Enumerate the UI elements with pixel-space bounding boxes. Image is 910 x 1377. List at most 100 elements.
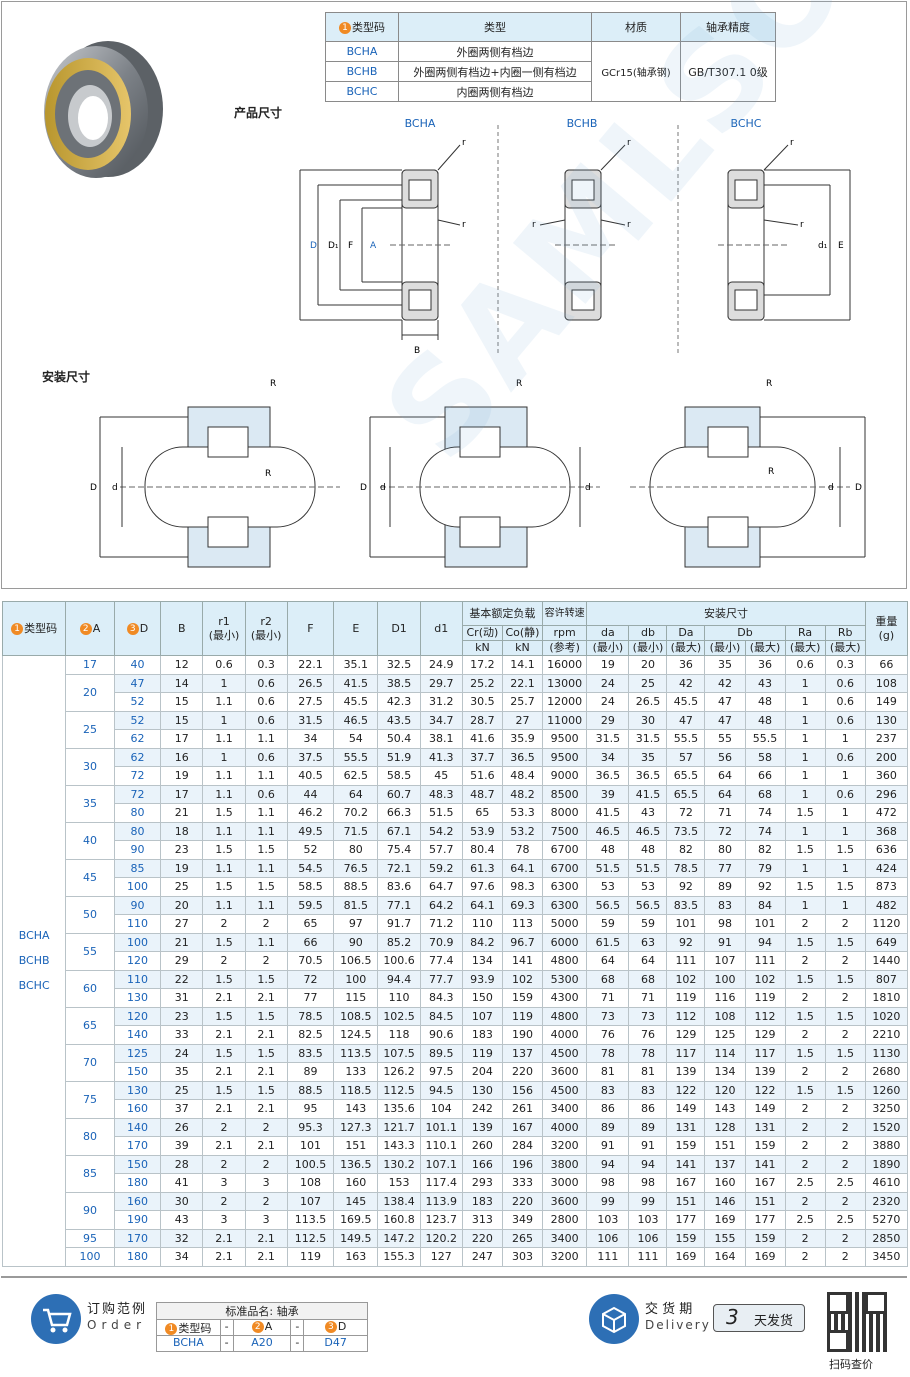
a-cell: 55 [65,932,115,971]
a-cell: 95 [65,1228,115,1248]
table-cell: 12000 [541,692,588,712]
table-cell: 17.2 [461,655,503,675]
table-cell: 130 [461,1080,503,1100]
table-cell: 124.5 [333,1025,379,1045]
table-cell: 2320 [864,1191,909,1211]
r1-header: r1(最小) [202,601,246,656]
table-cell: 2 [784,914,826,934]
table-cell: 2 [784,1228,826,1248]
svg-text:B: B [414,346,420,356]
table-cell: 169 [744,1247,786,1267]
table-cell: 16000 [541,655,588,675]
badge-2: 2 [79,622,92,635]
table-cell: 55 [704,729,746,749]
table-cell: 34 [160,1247,204,1267]
table-cell: 48 [744,692,786,712]
table-cell: 134 [461,951,503,971]
table-cell: 41.5 [586,803,630,823]
d-cell: 90 [113,895,162,915]
table-cell: 16 [160,747,204,767]
table-cell: 88.5 [333,877,379,897]
table-cell: 27.5 [286,692,335,712]
table-cell: 58.5 [286,877,335,897]
table-cell: 80 [704,840,746,860]
d-cell: 125 [113,1043,162,1063]
svg-text:R: R [516,379,522,389]
table-cell: 2.5 [784,1210,826,1230]
table-cell: 90 [333,932,379,952]
table-cell: 1020 [864,1006,909,1026]
table-cell: 1 [824,766,866,786]
table-cell: 29 [160,951,204,971]
table-cell: 81 [628,1062,668,1082]
qr-code-icon[interactable] [827,1292,887,1352]
cap-da-header: Da [666,625,706,641]
table-cell: 3600 [541,1062,588,1082]
table-cell: 106 [628,1228,668,1248]
table-cell: 1.5 [784,877,826,897]
table-cell: 0.3 [824,655,866,675]
table-cell: 1.5 [784,1006,826,1026]
table-cell: 125 [704,1025,746,1045]
rb-header: Rb [824,625,866,641]
table-cell: 83 [586,1080,630,1100]
table-cell: 64 [333,784,379,804]
table-cell: 31.5 [586,729,630,749]
table-cell: 1 [202,710,246,730]
table-cell: 66.3 [377,803,421,823]
table-cell: 59 [628,914,668,934]
d-cell: 140 [113,1025,162,1045]
table-cell: 3 [244,1210,288,1230]
d-cell: 120 [113,951,162,971]
table-cell: 72 [286,969,335,989]
table-cell: 30 [160,1191,204,1211]
table-cell: 2.1 [202,1025,246,1045]
table-cell: 1.5 [244,969,288,989]
table-cell: 1 [784,766,826,786]
table-cell: 2 [244,951,288,971]
table-cell: 95 [286,1099,335,1119]
table-cell: 77.4 [419,951,463,971]
table-cell: 78 [501,840,544,860]
table-cell: 1 [784,784,826,804]
table-cell: 1.5 [202,932,246,952]
table-cell: 4500 [541,1080,588,1100]
table-cell: 190 [501,1025,544,1045]
table-cell: 0.6 [244,747,288,767]
table-cell: 3250 [864,1099,909,1119]
d-cell: 72 [113,784,162,804]
table-cell: 84.2 [461,932,503,952]
table-cell: 149 [666,1099,706,1119]
badge-1: 1 [339,22,351,34]
table-cell: 2680 [864,1062,909,1082]
table-cell: 303 [501,1247,544,1267]
table-cell: 36.5 [501,747,544,767]
table-cell: 204 [461,1062,503,1082]
table-cell: 26.5 [628,692,668,712]
table-cell: 56.5 [586,895,630,915]
type-code: BCHA [18,929,50,943]
table-cell: 35.1 [333,655,379,675]
table-cell: 71.5 [333,821,379,841]
table-cell: 141 [501,951,544,971]
table-cell: 1 [784,692,826,712]
table-cell: 2 [784,1117,826,1137]
svg-text:d: d [112,483,118,493]
table-cell: 13000 [541,673,588,693]
table-cell: 368 [864,821,909,841]
table-cell: 102.5 [377,1006,421,1026]
install-header: 安装尺寸 [586,601,866,626]
table-cell: 2 [824,1062,866,1082]
table-cell: 117.4 [419,1173,463,1193]
table-cell: 1.5 [824,1043,866,1063]
table-cell: 82 [666,840,706,860]
table-cell: 28 [160,1154,204,1174]
table-cell: 99 [628,1191,668,1211]
table-cell: 1.5 [244,877,288,897]
table-cell: 1.1 [244,729,288,749]
table-cell: 83.5 [286,1043,335,1063]
table-cell: 88.5 [286,1080,335,1100]
